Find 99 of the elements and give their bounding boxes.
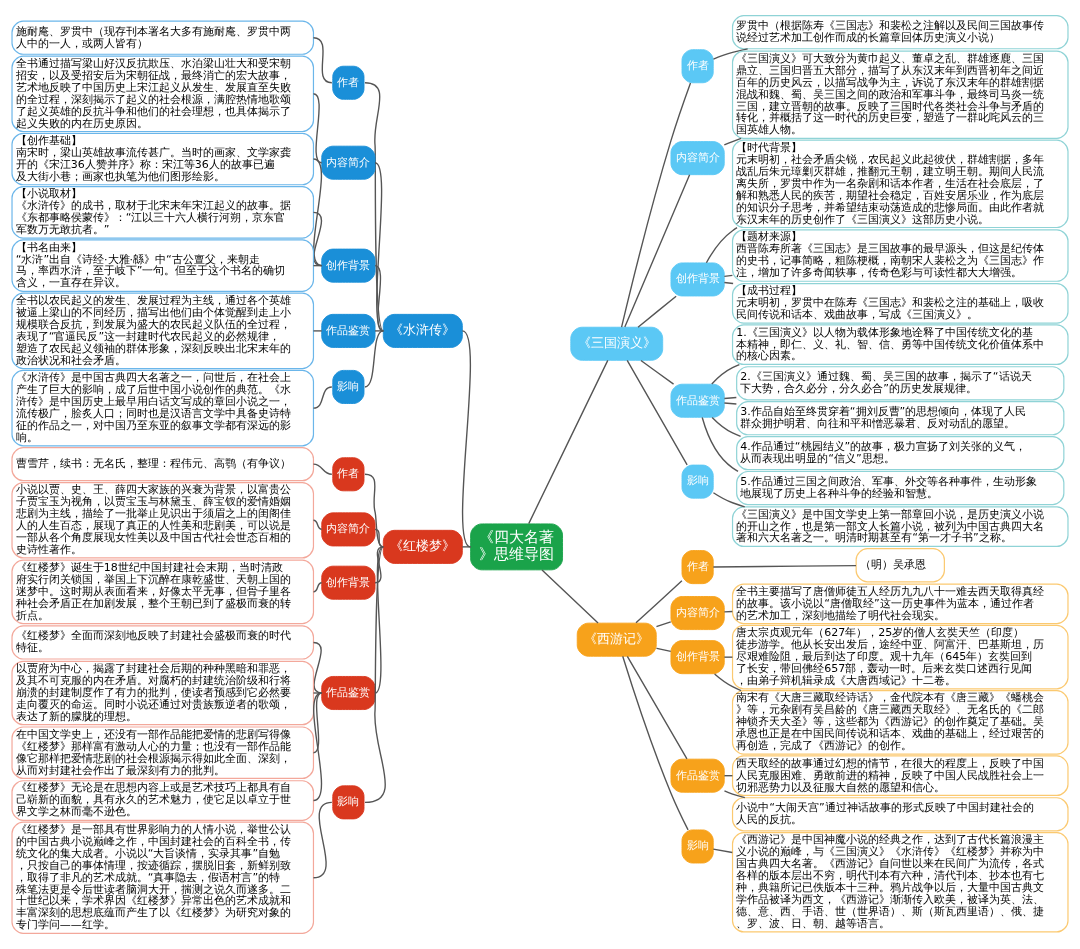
node-box: 作品鉴赏: [670, 383, 725, 418]
node-box: 【成书过程】 元末明初，罗贯中在陈寿《三国志》和裴松之注的基础上，吸收民间传说和话本、戏曲故事，写成《三国演义》。: [731, 282, 1069, 324]
connector: [364, 330, 384, 388]
connector: [655, 621, 672, 628]
connector: [374, 528, 384, 548]
connector: [640, 359, 675, 385]
connector: [374, 264, 384, 332]
connector: [312, 37, 333, 84]
connector: [312, 93, 323, 164]
node-box: 创作背景: [670, 640, 725, 675]
node-box: 《三国演义》: [570, 326, 664, 361]
connector: [312, 801, 333, 879]
node-box: 在中国文学史上，还没有一部作品能把爱情的悲剧写得像《红楼梦》那样富有激动人心的力量；也没有一部作品能像它那样把爱情悲剧的社会根源揭示得如此全面、深刻，从而对封建社会作出了最深刻有力的批判。: [11, 726, 315, 780]
node-box: 《水浒传》: [382, 313, 463, 348]
node-box: 《三国演义》是中国文学史上第一部章回小说，是历史演义小说的开山之作，也是第一部文人长篇小说，被列为中国古典四大名著和六大名著之一。明清时期甚至有“第一才子书”之称。: [731, 506, 1069, 547]
connector: [374, 162, 384, 332]
node-box: 内容简介: [670, 141, 725, 176]
connector: [312, 692, 323, 694]
connector: [312, 463, 333, 475]
connector: [312, 330, 323, 332]
connector: [711, 416, 742, 438]
connector: [312, 692, 323, 802]
node-box: 《红楼梦》: [382, 529, 463, 564]
connector: [364, 82, 384, 332]
node-box: 内容简介: [321, 512, 376, 547]
connector: [713, 673, 742, 692]
node-box: 【小说取材】 《水浒传》的成书，取材于北宋末年宋江起义的故事。据《东都事略侯蒙传》：“江以三十六人横行河朔，京东官军数万无敢抗者。”: [11, 186, 315, 239]
node-box: 以贾府为中心，揭露了封建社会后期的种种黑暗和罪恶，及其不可克服的内在矛盾。对腐朽的封建统治阶级和行将崩溃的封建制度作了有力的批判，使读者预感到它必然要走向覆灭的命运。同时小说还通过对贵族叛逆者的歌颂，表达了新的朦胧的理想。: [11, 660, 315, 726]
connector: [541, 569, 599, 624]
connector: [461, 546, 472, 548]
connector: [712, 48, 749, 60]
node-box: 《四大名著》思维导图: [470, 523, 563, 571]
connector: [723, 137, 742, 146]
node-box: 5.作品通过三国之间政治、军事、外交等各种事件，生动形象地展现了历史上各种斗争的经验和智慧。: [736, 470, 1065, 506]
node-box: 4.作品通过“桃园结义”的故事，极力宣扬了刘关张的义气，从而表现出明显的“信义”思想。: [736, 436, 1065, 471]
connector: [701, 416, 739, 473]
connector: [723, 281, 734, 285]
node-box: 南宋有《大唐三藏取经诗话》，金代院本有《唐三藏》《蟠桃会》等，元杂剧有吴昌龄的《唐三藏西天取经》、无名氏的《二郎神锁齐天大圣》等，这些都为《西游记》的创作奠定了基础。吴承恩也正是在中国民间传说和话本、戏曲的基础上，经过艰苦的再创造，完成了《西游记》的创作。: [731, 690, 1069, 755]
node-box: 【时代背景】 元末明初，社会矛盾尖锐，农民起义此起彼伏，群雄割据，多年战乱后朱元璋剿灭群雄，推翻元王朝，建立明王朝。期间人民流离失所，罗贯中作为一名杂剧和话本作者，生活在社会底层，了解和熟悉人民的疾苦，期望社会稳定，百姓安居乐业，作为底层的知识分子思考，并希望结束动荡造成的悲惨局面。由此作者就东汉末年的历史创作了《三国演义》这部历史小说。: [731, 139, 1069, 229]
connector: [626, 359, 688, 466]
node-box: 小说中“大闹天宫”通过神话故事的形式反映了中国封建社会的人民的反抗。: [731, 797, 1069, 832]
node-box: 创作背景: [670, 262, 725, 297]
connector: [528, 359, 609, 525]
connector: [723, 402, 738, 405]
connector: [461, 330, 472, 548]
node-box: 内容简介: [670, 596, 725, 631]
node-box: 作品鉴赏: [670, 758, 725, 793]
node-box: 创作背景: [321, 248, 376, 283]
node-box: 《水浒传》是中国古典四大名著之一，问世后，在社会上产生了巨大的影响，成了后世中国小说创作的典范。《水浒传》是中国历史上最早用白话文写成的章回小说之一，流传极广，脍炙人口；同时也是汉语言文学中具备史诗特征的作品之一，对中国乃至东亚的叙事文学都有深远的影响。: [11, 369, 315, 447]
connector: [712, 564, 857, 568]
node-box: 1.《三国演义》以人物为载体形象地诠释了中国传统文化的基本精神，即仁、义、礼、智、信、勇等中国传统文化价值体系中的核心因素。: [731, 324, 1069, 366]
connector: [712, 848, 733, 854]
node-box: 曹雪芹，续书：无名氏，整理：程伟元、高鹗（有争议）: [11, 447, 315, 482]
node-box: 作品鉴赏: [321, 676, 376, 710]
node-box: 施耐庵、罗贯中（现存刊本署名大多有施耐庵、罗贯中两人中的一人，或两人皆有）: [11, 20, 315, 55]
node-box: 【书名由来】 “水浒”出自《诗经·大雅·緜》中“古公亶父，来朝走马，率西水浒，至于岐下”一句。但至于这个书名的确切含义，一直存在异议。: [11, 239, 315, 292]
node-box: 2.《三国演义》通过魏、蜀、吴三国的故事，揭示了“话说天下大势，合久必分，分久必合”的历史发展规律。: [736, 366, 1065, 401]
connector: [364, 546, 386, 804]
node-box: 罗贯中（根据陈寿《三国志》和裴松之注解以及民间三国故事传说经过艺术加工创作而成的长篇章回体历史演义小说）: [731, 15, 1069, 50]
connector: [723, 790, 746, 799]
node-box: 全书主要描写了唐僧师徒五人经历九九八十一难去西天取得真经的故事。该小说以“唐僧取经”这一历史事件为蓝本，通过作者的艺术加工，深刻地描绘了明代社会现实。: [731, 583, 1069, 625]
connector: [312, 582, 323, 593]
connector: [655, 647, 672, 653]
connector: [711, 363, 741, 385]
connector: [626, 655, 688, 760]
node-box: 【题材来源】 西晋陈寿所著《三国志》是三国故事的最早源头，但这是纪传体的史书，记事简略，粗陈梗概，南朝宋人裴松之为《三国志》作注，增加了许多奇闻轶事，传奇色彩与可读性都大大增强。: [731, 229, 1069, 282]
node-box: 内容简介: [321, 145, 376, 180]
node-box: 3.作品自始至终贯穿着“拥刘反曹”的思想倾向，体现了人民群众拥护明君、向往和平和憎恶暴君、反对动乱的愿望。: [736, 401, 1065, 436]
node-box: 全书以农民起义的发生、发展过程为主线，通过各个英雄被逼上梁山的不同经历，描写出他们由个体觉醒到走上小规模联合反抗，到发展为盛大的农民起义队伍的全过程，表现了“官逼民反”这一封建时代农民起义的必然规律，塑造了农民起义领袖的群体形象，深刻反映出北宋末年的政治状况和社会矛盾。: [11, 292, 315, 370]
node-box: 《红楼梦》无论是在思想内容上或是艺术技巧上都具有自己崭新的面貌，具有永久的艺术魅力，使它足以卓立于世界文学之林而毫不逊色。: [11, 780, 315, 821]
node-box: 西天取经的故事通过幻想的情节，在很大的程度上，反映了中国人民克服困难、勇敢前进的精神，反映了中国人民战胜社会上一切邪恶势力以及征服大自然的愿望和信心。: [731, 755, 1069, 797]
connector: [637, 295, 677, 328]
node-box: 创作背景: [321, 565, 376, 600]
node-box: 《红楼梦》诞生于18世纪中国封建社会末期，当时清政府实行闭关锁国，举国上下沉醉在康乾盛世、天朝上国的迷梦中。这时期从表面看来，好像太平无事，但骨子里各种社会矛盾正在加剧发展，整个王朝已到了盛极而衰的转折点。: [11, 559, 315, 625]
connector: [624, 174, 691, 328]
node-box: 《西游记》是中国神魔小说的经典之作，达到了古代长篇浪漫主义小说的巅峰，与《三国演义》《水浒传》《红楼梦》并称为中国古典四大名著。《西游记》自问世以来在民间广为流传，各式各样的版本层出不穷，明代刊本有六种，清代刊本、抄本也有七种，典籍所记已佚版本十三种。鸦片战争以后，大量中国古典文学作品被译为西文，《西游记》渐渐传入欧美，被译为英、法、德、意、西、手语、世（世界语）、斯（斯瓦西里语）、俄、捷、罗、波、日、朝、越等语言。: [731, 832, 1069, 933]
connector: [312, 692, 323, 754]
connector: [705, 226, 738, 264]
node-box: （明）吴承恩: [855, 548, 945, 583]
node-box: 《三国演义》可大致分为黄巾起义、董卓之乱、群雄逐鹿、三国鼎立、三国归晋五大部分，描写了从东汉末年到西晋初年之间近百年的历史风云，以描写战争为主，诉说了东汉末年的群雄割据混战和魏、蜀、吴三国之间的政治和军事斗争，最终司马炎一统三国，建立晋朝的故事。反映了三国时代各类社会斗争与矛盾的转化，并概括了这一时代的历史巨变，塑造了一群叱咤风云的三国英雄人物。: [731, 50, 1069, 139]
node-box: 唐太宗贞观元年（627年），25岁的僧人玄奘天竺（印度）徒步游学。他从长安出发后，途经中亚、阿富汗、巴基斯坦，历尽艰难险阻，最后到达了印度。观十九年（645年）玄奘回到了长安，带回佛经657部，轰动一时。后来玄奘口述西行见闻，由弟子辩机辑录成《大唐西域记》十二卷。: [731, 624, 1069, 690]
node-box: 《红楼梦》是一部具有世界影响力的人情小说，举世公认的中国古典小说巅峰之作，中国封建社会的百科全书，传统文化的集大成者。小说以“大旨谈情，实录其事”自勉，只按自己的事体情理，按迹循踪，摆脱旧套，新鲜别致，取得了非凡的艺术成就。“真事隐去，假语村言”的特殊笔法更是令后世读者脑洞大开，揣测之说久而遂多。二十世纪以来，学术界因《红楼梦》异常出色的艺术成就和丰富深刻的思想底蕴而产生了以《红楼梦》为研究对象的专门学问——红学。: [11, 821, 315, 934]
connector: [312, 519, 323, 531]
connector: [374, 330, 384, 332]
connector: [620, 82, 692, 328]
node-box: 全书通过描写梁山好汉反抗欺压、水泊梁山壮大和受宋朝招安，以及受招安后为宋朝征战，最终消亡的宏大故事，艺术地反映了中国历史上宋江起义从发生、发展直至失败的全过程，深刻揭示了起义的社会根源，满腔热情地歌颂了起义英雄的反抗斗争和他们的社会理想，也具体揭示了起义失败的内在历史原因。: [11, 55, 315, 133]
node-box: 《红楼梦》全面而深刻地反映了封建社会盛极而衰的时代特征。: [11, 625, 315, 660]
connector: [622, 655, 689, 831]
connector: [635, 580, 683, 624]
node-box: 小说以贾、史、王、薛四大家族的兴衰为背景，以富贵公子贾宝玉为视角，以贾宝玉与林黛玉、薛宝钗的爱情婚姻悲剧为主线，描绘了一批举止见识出于须眉之上的闺阁佳人的人生百态，展现了真正的人性美和悲剧美，可以说是一部从各个角度展现女性美以及中国古代社会世态百相的史诗性著作。: [11, 481, 315, 559]
connector: [723, 656, 734, 658]
node-box: 作品鉴赏: [321, 313, 376, 348]
connector: [723, 274, 734, 278]
connector: [723, 396, 738, 400]
connector: [312, 386, 333, 409]
connector: [374, 546, 384, 694]
connector: [374, 546, 384, 584]
node-box: 《西游记》: [576, 622, 657, 657]
node-box: 【创作基础】 南宋时，梁山英雄故事流传甚广。当时的画家、文学家龚开的《宋江36人赞并序》称：宋江等36人的故事已遍及大街小巷；画家也执笔为他们图形绘影。: [11, 132, 315, 186]
